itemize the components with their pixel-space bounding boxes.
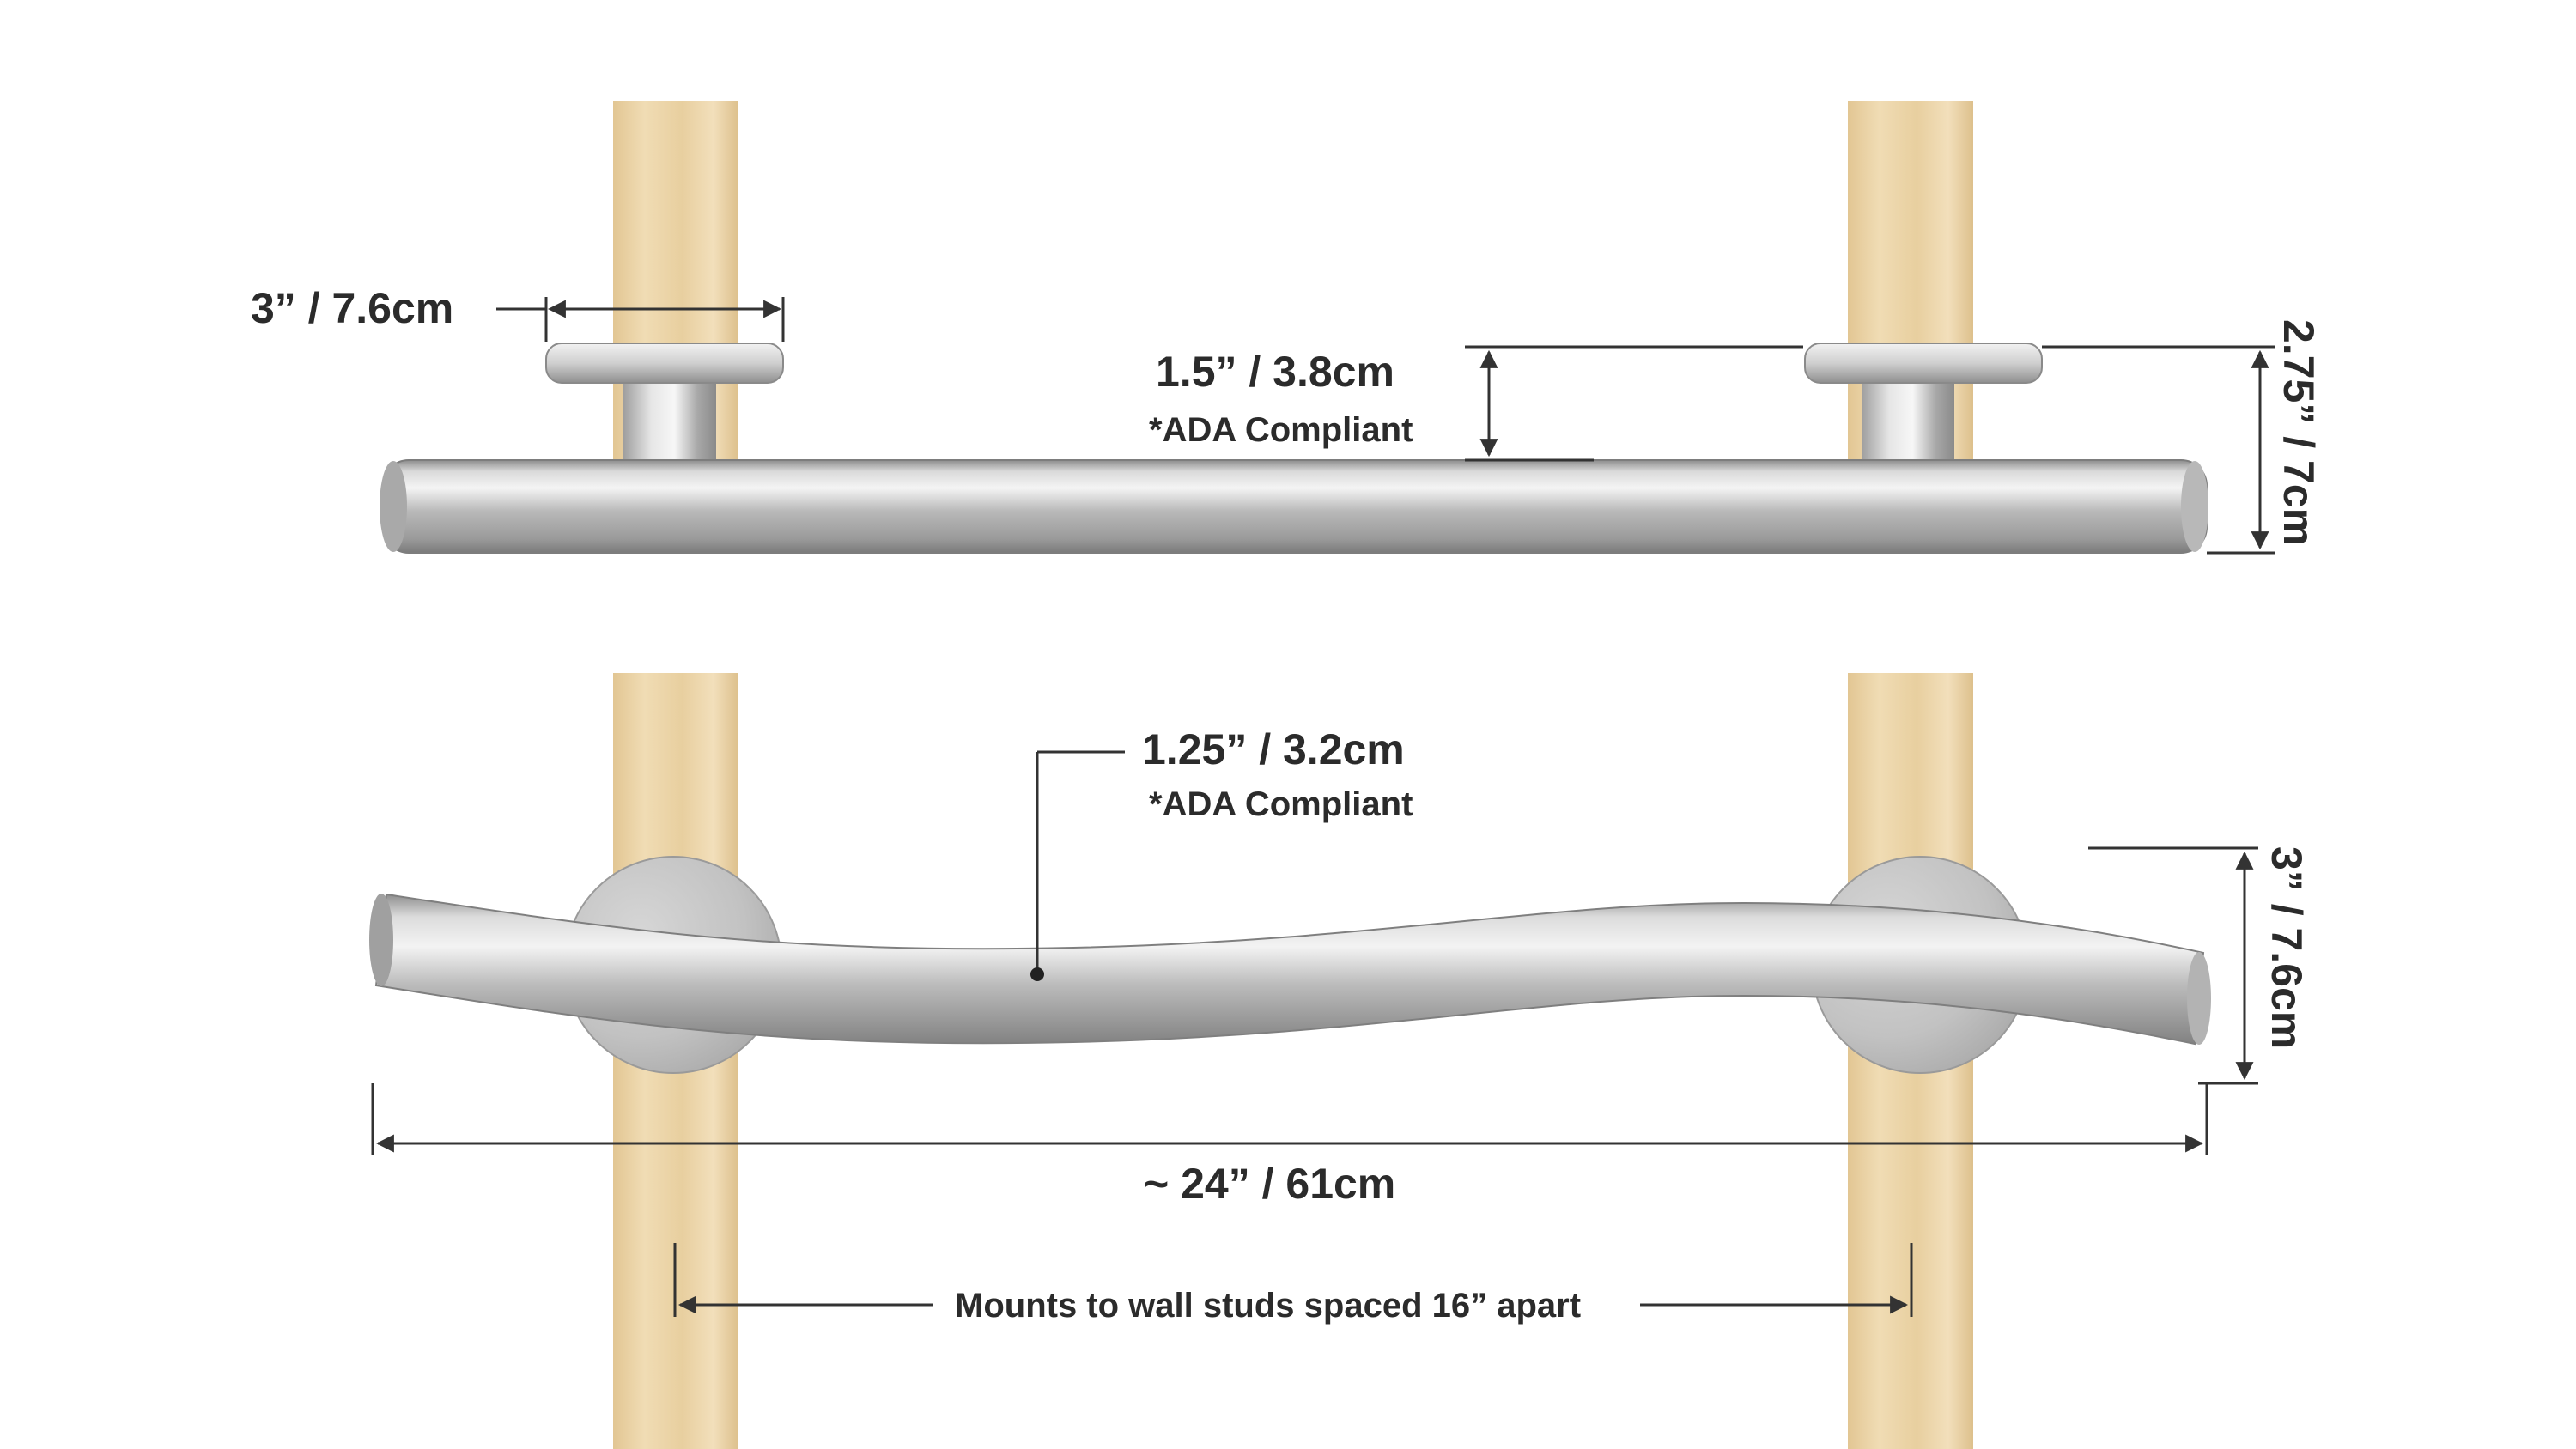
bar-body xyxy=(382,459,2208,554)
depth-label: 2.75” / 7cm xyxy=(2275,319,2323,546)
bar-end-left xyxy=(380,461,407,552)
dimension-depth: 2.75” / 7cm xyxy=(2042,319,2323,555)
flange-left xyxy=(545,343,784,384)
flange-width-label: 3” / 7.6cm xyxy=(251,284,453,332)
dimension-wave-height: 3” / 7.6cm xyxy=(2088,846,2311,1085)
wall-clearance-label: 1.5” / 3.8cm xyxy=(1156,348,1394,396)
diameter-point-marker xyxy=(1030,967,1044,981)
length-label: ~ 24” / 61cm xyxy=(1144,1160,1395,1208)
dimension-flange-width: 3” / 7.6cm xyxy=(251,284,785,342)
bar-end-right xyxy=(2181,461,2208,552)
straight-grab-bar-top-view xyxy=(380,343,2208,554)
diameter-note: *ADA Compliant xyxy=(1149,785,1413,823)
dimension-wall-clearance: 1.5” / 3.8cm *ADA Compliant xyxy=(1149,345,1803,462)
wave-bar-body xyxy=(374,893,2205,1046)
flange-right xyxy=(1804,343,2043,384)
dimension-length: ~ 24” / 61cm xyxy=(371,1083,2208,1208)
wave-grab-bar-front-view xyxy=(369,856,2211,1074)
wave-height-label: 3” / 7.6cm xyxy=(2263,846,2311,1049)
dimension-diameter: 1.25” / 3.2cm *ADA Compliant xyxy=(1030,725,1413,981)
dimension-stud-spacing: Mounts to wall studs spaced 16” apart xyxy=(673,1243,1913,1325)
wall-clearance-note: *ADA Compliant xyxy=(1149,411,1413,449)
stud-spacing-label: Mounts to wall studs spaced 16” apart xyxy=(955,1287,1581,1325)
wave-bar-end-left xyxy=(369,894,393,986)
wave-bar-end-right xyxy=(2187,952,2211,1045)
diameter-label: 1.25” / 3.2cm xyxy=(1142,725,1405,773)
